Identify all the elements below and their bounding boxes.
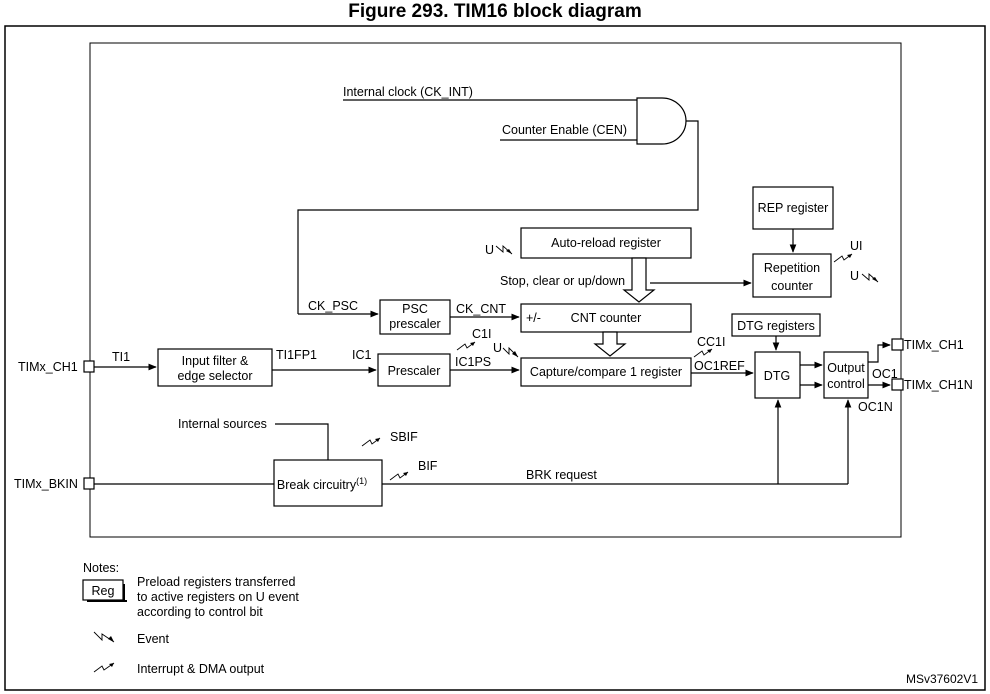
stop-clear-label: Stop, clear or up/down — [500, 274, 625, 288]
dtg-label: DTG — [764, 369, 790, 383]
timx-ch1n-output-label: TIMx_CH1N — [904, 378, 973, 392]
output-control — [823, 351, 869, 399]
timx-ch1-input-pin — [83, 360, 95, 373]
auto-reload-register — [520, 227, 692, 259]
input-prescaler-label: Prescaler — [388, 364, 441, 378]
timx-bkin-pin — [83, 477, 95, 490]
notes-reg-text-3: according to control bit — [137, 605, 263, 619]
output-control-label-1: Output — [827, 361, 865, 375]
notes-interrupt-icon — [93, 662, 115, 673]
repetition-counter — [752, 253, 832, 298]
notes-event-label: Event — [137, 632, 169, 646]
capture-compare-register — [520, 357, 692, 387]
psc-label-2: prescaler — [389, 317, 440, 331]
gated-clock-wire — [297, 120, 699, 314]
u-event-rep-label: U — [850, 269, 859, 283]
notes-reg-label: Reg — [92, 584, 115, 598]
ck-cnt-label: CK_CNT — [456, 302, 506, 316]
counter-enable-label: Counter Enable (CEN) — [502, 123, 627, 137]
internal-clock-label: Internal clock (CK_INT) — [343, 85, 473, 99]
outer-frame — [4, 25, 986, 691]
timer-boundary — [89, 42, 902, 538]
c1i-interrupt-icon — [456, 341, 476, 351]
reference-code: MSv37602V1 — [906, 672, 978, 686]
cnt-counter-label: CNT counter — [571, 311, 642, 325]
break-circuitry-label: Break circuitry(1) — [277, 476, 367, 492]
plus-minus-label: +/- — [526, 311, 541, 325]
ti1-label: TI1 — [112, 350, 130, 364]
psc-label-1: PSC — [402, 302, 428, 316]
notes-interrupt-label: Interrupt & DMA output — [137, 662, 265, 676]
oc1-wire — [868, 341, 891, 363]
timx-ch1n-output-pin — [891, 378, 904, 391]
bif-label: BIF — [418, 459, 438, 473]
timx-ch1-output-label: TIMx_CH1 — [904, 338, 964, 352]
rep-register-label: REP register — [758, 201, 829, 215]
auto-reload-label: Auto-reload register — [551, 236, 661, 250]
and-gate — [636, 97, 687, 145]
psc-prescaler — [379, 299, 451, 335]
repetition-label-1: Repetition — [764, 261, 820, 275]
dtg-registers-label: DTG registers — [737, 319, 815, 333]
timx-bkin-label: TIMx_BKIN — [14, 477, 78, 491]
timx-ch1-input-label: TIMx_CH1 — [18, 360, 78, 374]
output-control-label-2: control — [827, 377, 865, 391]
oc1-label: OC1 — [872, 367, 898, 381]
rep-register — [752, 186, 834, 230]
ui-interrupt-icon — [833, 253, 853, 263]
break-circuitry — [273, 459, 383, 507]
brk-request-label: BRK request — [526, 468, 597, 482]
bif-interrupt-icon — [389, 471, 409, 481]
ic1ps-label: IC1PS — [455, 355, 491, 369]
notes-heading: Notes: — [83, 561, 119, 575]
ck-psc-label: CK_PSC — [308, 299, 358, 313]
input-filter-label-1: Input filter & — [182, 354, 249, 368]
c1i-label: C1I — [472, 327, 491, 341]
u-event-cc-label: U — [493, 341, 502, 355]
timx-ch1-output-pin — [891, 338, 904, 351]
figure-title: Figure 293. TIM16 block diagram — [348, 1, 642, 22]
cnt-counter — [520, 303, 692, 333]
repetition-label-2: counter — [771, 279, 813, 293]
oc1ref-label: OC1REF — [694, 359, 745, 373]
oc1n-label: OC1N — [858, 400, 893, 414]
input-filter-edge-selector — [157, 348, 273, 387]
input-filter-label-2: edge selector — [177, 369, 252, 383]
ti1fp1-label: TI1FP1 — [276, 348, 317, 362]
arr-transfer-arrow — [622, 257, 656, 303]
u-event-arr-label: U — [485, 243, 494, 257]
internal-sources-label: Internal sources — [178, 417, 267, 431]
notes-reg-text-2: to active registers on U event — [137, 590, 299, 604]
cc1i-label: CC1I — [697, 335, 725, 349]
cc1i-interrupt-icon — [693, 348, 713, 358]
dtg-block — [754, 351, 801, 399]
notes-reg-text-1: Preload registers transferred — [137, 575, 295, 589]
sbif-label: SBIF — [390, 430, 418, 444]
cnt-compare-arrow — [593, 331, 627, 357]
ui-label: UI — [850, 239, 863, 253]
ic1-label: IC1 — [352, 348, 372, 362]
notes-event-icon — [93, 631, 115, 643]
internal-sources-wire — [275, 423, 329, 460]
input-prescaler — [377, 353, 451, 387]
sbif-interrupt-icon — [361, 437, 381, 447]
capture-compare-label: Capture/compare 1 register — [530, 365, 682, 379]
